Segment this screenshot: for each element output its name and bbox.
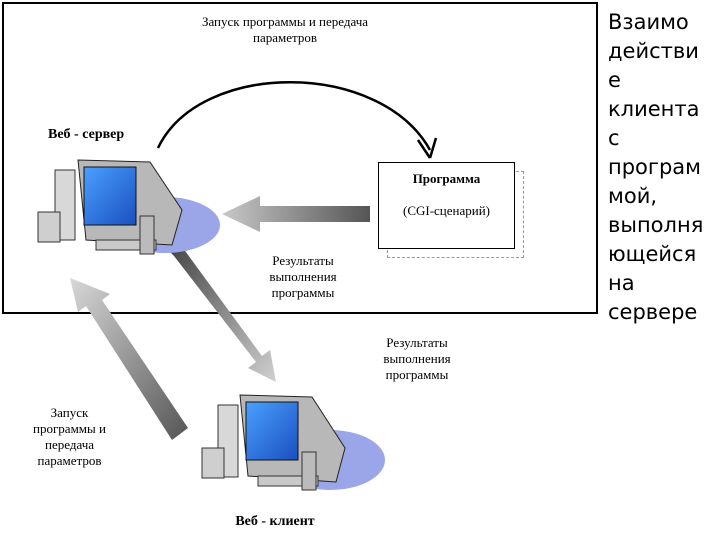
caption-line: выполнения: [383, 351, 451, 366]
caption-line: параметров: [253, 30, 317, 45]
client-computer-icon: [201, 394, 385, 491]
program-title: Программа: [412, 171, 481, 186]
caption-line: программы: [385, 367, 449, 382]
caption-line: Результаты: [386, 335, 448, 350]
caption-line: передача: [45, 437, 94, 452]
side-line: ющейся: [608, 242, 697, 266]
result-left-arrow: [222, 196, 370, 232]
caption-line: выполнения: [269, 269, 337, 284]
side-line: действи: [608, 39, 699, 63]
web-server-label: Веб - сервер: [48, 127, 125, 142]
program-box: Программа (CGI-сценарий): [378, 162, 515, 249]
result-caption-inner: Результаты выполнения программы: [248, 253, 358, 301]
caption-line: программы: [271, 285, 335, 300]
result-caption-outer: Результаты выполнения программы: [362, 335, 472, 383]
caption-line: Запуск: [50, 405, 89, 420]
side-line: програм: [608, 155, 701, 179]
launch-up-arrow: [70, 278, 188, 440]
launch-caption-top: Запуск программы и передача параметров: [170, 14, 400, 46]
server-computer-icon: [37, 159, 220, 255]
caption-line: программы и: [33, 421, 106, 436]
side-line: сервере: [608, 300, 698, 324]
program-subtitle: (CGI-сценарий): [402, 203, 490, 218]
caption-line: параметров: [37, 453, 102, 468]
caption-line: Запуск программы и передача: [201, 14, 369, 29]
server-frame: [2, 2, 598, 314]
side-line: Взаимо: [608, 10, 689, 34]
side-description: Взаимо действи е клиента с програм мой, …: [608, 8, 718, 327]
side-line: е: [608, 68, 621, 92]
launch-caption-client: Запуск программы и передача параметров: [12, 405, 127, 469]
side-line: клиента: [608, 97, 700, 121]
side-line: на: [608, 271, 635, 295]
result-down-arrow: [170, 244, 276, 382]
curved-launch-arrow: [156, 81, 438, 159]
side-line: мой,: [608, 184, 658, 208]
web-client-label: Веб - клиент: [235, 514, 315, 529]
side-line: выполня: [608, 213, 704, 237]
caption-line: Результаты: [272, 253, 334, 268]
side-line: с: [608, 126, 620, 150]
